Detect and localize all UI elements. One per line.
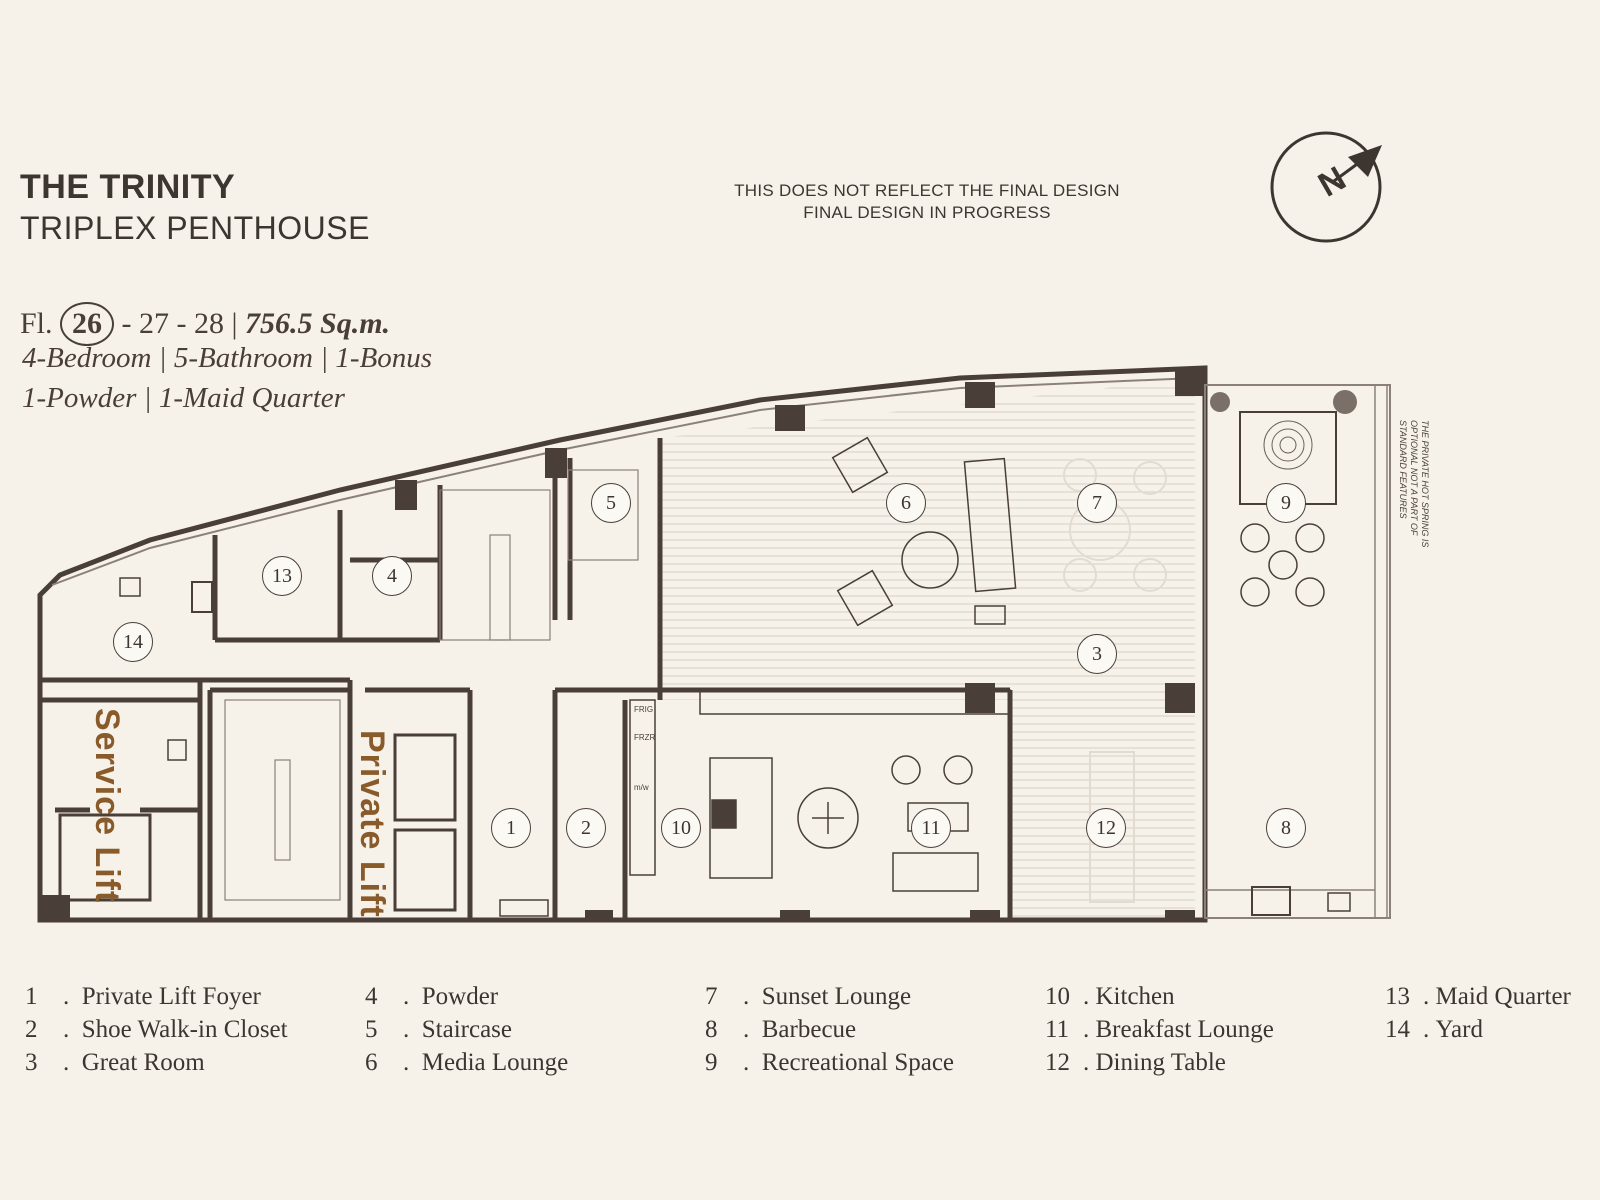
legend-item: 1. Private Lift Foyer (25, 983, 261, 1010)
spec-line-1: 4-Bedroom | 5-Bathroom | 1-Bonus (22, 342, 433, 374)
legend-item: 5. Staircase (365, 1016, 512, 1043)
room-marker-9: 9 (1266, 483, 1306, 523)
room-marker-2: 2 (566, 808, 606, 848)
floor-info: Fl. 26 - 27 - 28 | 756.5 Sq.m. (20, 302, 390, 346)
accessibility-icon (167, 739, 187, 761)
legend-item: 8. Barbecue (705, 1016, 857, 1043)
legend-column-5: 13. Maid Quarter 14. Yard (1385, 980, 1571, 1046)
disclaimer-line-2: FINAL DESIGN IN PROGRESS (803, 203, 1051, 222)
yard-stove (191, 581, 213, 613)
kitchen-fixtures (499, 689, 1011, 917)
structural-columns (40, 370, 1203, 922)
legend-column-2: 4. Powder 5. Staircase 6. Media Lounge (365, 980, 568, 1079)
room-marker-1: 1 (491, 808, 531, 848)
media-lounge-furniture (831, 436, 1017, 627)
terrace-table (1268, 550, 1298, 580)
legend-item: 12. Dining Table (1045, 1049, 1226, 1076)
room-marker-7: 7 (1077, 483, 1117, 523)
plan-title: THE TRINITY (20, 168, 236, 206)
room-marker-6: 6 (886, 483, 926, 523)
fridge-label: FRIG (634, 705, 653, 714)
freezer-label: FRZR (634, 733, 656, 742)
service-lift-label: Service Lift (88, 708, 126, 904)
room-marker-5: 5 (591, 483, 631, 523)
plan-subtitle: TRIPLEX PENTHOUSE (20, 210, 370, 246)
grill (1251, 886, 1291, 916)
legend-item: 14. Yard (1385, 1016, 1483, 1043)
plant-icon (1333, 390, 1357, 414)
legend-column-1: 1. Private Lift Foyer 2. Shoe Walk-in Cl… (25, 980, 288, 1079)
dining-floor (1010, 690, 1195, 918)
room-marker-14: 14 (113, 622, 153, 662)
room-marker-12: 12 (1086, 808, 1126, 848)
room-marker-4: 4 (372, 556, 412, 596)
disclaimer-line-1: THIS DOES NOT REFLECT THE FINAL DESIGN (734, 181, 1120, 200)
legend-item: 9. Recreational Space (705, 1049, 955, 1076)
design-disclaimer: THIS DOES NOT REFLECT THE FINAL DESIGN F… (712, 180, 1142, 224)
service-lift-shaft (58, 813, 152, 902)
legend-item: 4. Powder (365, 983, 499, 1010)
floor-area: 756.5 Sq.m. (245, 307, 391, 340)
plant-icon (1210, 392, 1230, 412)
legend-column-4: 10. Kitchen 11. Breakfast Lounge 12. Din… (1045, 980, 1274, 1079)
north-arrow-icon: N (1270, 131, 1382, 243)
legend-item: 10. Kitchen (1045, 983, 1175, 1010)
floor-current: 26 (60, 302, 115, 346)
legend-item: 13. Maid Quarter (1385, 983, 1571, 1010)
private-lift-shaft-2 (393, 828, 457, 912)
hot-spring-note: THE PRIVATE HOT SPRING IS OPTIONAL NOT A… (1398, 420, 1430, 548)
legend-item: 11. Breakfast Lounge (1045, 1016, 1274, 1043)
room-marker-11: 11 (911, 808, 951, 848)
legend-item: 2. Shoe Walk-in Closet (25, 1016, 288, 1043)
room-marker-10: 10 (661, 808, 701, 848)
microwave-label: m/w (634, 783, 649, 792)
yard-sink (119, 577, 141, 597)
terrace-rail (1374, 384, 1388, 919)
legend-item: 6. Media Lounge (365, 1049, 569, 1076)
room-marker-13: 13 (262, 556, 302, 596)
building-outline (37, 365, 1208, 923)
room-marker-8: 8 (1266, 808, 1306, 848)
floor-prefix: Fl. (20, 307, 53, 340)
legend-item: 7. Sunset Lounge (705, 983, 912, 1010)
legend-item: 3. Great Room (25, 1049, 205, 1076)
floor-rest: - 27 - 28 (121, 307, 225, 340)
stair-core (224, 469, 639, 901)
terrace-outline (1204, 384, 1391, 919)
room-marker-3: 3 (1077, 634, 1117, 674)
private-lift-label: Private Lift (353, 730, 391, 918)
legend-column-3: 7. Sunset Lounge 8. Barbecue 9. Recreati… (705, 980, 954, 1079)
spec-line-2: 1-Powder | 1-Maid Quarter (22, 382, 345, 414)
private-lift-shaft-1 (393, 733, 457, 822)
